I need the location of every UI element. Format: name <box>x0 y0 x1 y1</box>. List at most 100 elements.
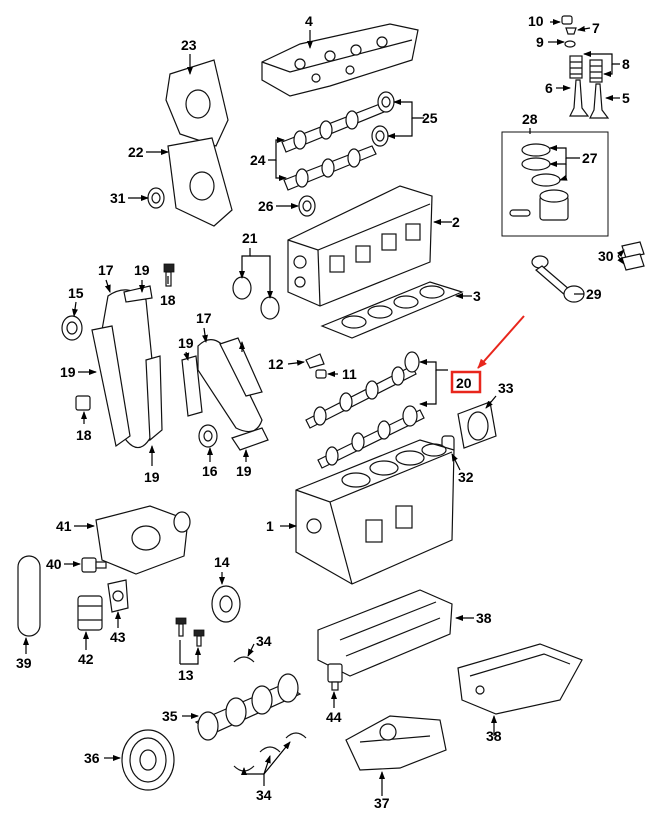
oil-pump-41 <box>95 505 191 575</box>
gaskets-21 <box>232 276 280 320</box>
callout-13: 13 <box>178 667 194 683</box>
callout-25: 25 <box>422 110 438 126</box>
connecting-rod-29 <box>531 255 585 303</box>
valve-keeper-7 <box>565 27 577 35</box>
callout-42: 42 <box>78 651 94 667</box>
callout-15: 15 <box>68 285 84 301</box>
callout-1: 1 <box>266 518 274 534</box>
callout-38a: 38 <box>476 610 492 626</box>
camshaft-20 <box>305 351 420 429</box>
callout-26: 26 <box>258 198 274 214</box>
callout-21: 21 <box>242 230 258 246</box>
timing-cover-outer <box>165 59 229 147</box>
oil-baffle-37 <box>345 715 447 771</box>
callout-19d: 19 <box>178 335 194 351</box>
oil-level-sensor-44 <box>327 663 343 691</box>
highlight-box-20 <box>450 370 482 394</box>
callout-32: 32 <box>458 469 474 485</box>
timing-cover-inner <box>167 137 233 227</box>
tensioner-18 <box>75 395 91 411</box>
callout-6: 6 <box>545 80 553 96</box>
chain-guide-19c <box>219 337 263 397</box>
tensioner-rail-19 <box>123 285 153 303</box>
callout-17a: 17 <box>98 262 114 278</box>
leader-lines <box>23 19 625 796</box>
callout-28: 28 <box>522 111 538 127</box>
callout-34b: 34 <box>256 787 272 803</box>
callout-36: 36 <box>84 750 100 766</box>
callout-7: 7 <box>592 20 600 36</box>
sprocket-15 <box>61 315 83 341</box>
gasket-43 <box>107 579 129 613</box>
callout-12: 12 <box>268 356 284 372</box>
callout-4: 4 <box>305 13 313 29</box>
callout-35: 35 <box>162 708 178 724</box>
callout-22: 22 <box>128 144 144 160</box>
chain-guide-left <box>91 325 131 448</box>
valve-cover <box>261 23 419 97</box>
callout-18b: 18 <box>76 427 92 443</box>
callout-17b: 17 <box>196 310 212 326</box>
callout-11: 11 <box>342 366 357 382</box>
filter-housing-42 <box>77 595 103 631</box>
callout-38b: 38 <box>486 728 502 744</box>
oil-pan-upper <box>317 589 453 677</box>
callout-9: 9 <box>536 34 544 50</box>
tensioner-19d <box>231 427 269 451</box>
sprocket-16 <box>198 424 218 448</box>
callout-33: 33 <box>498 380 514 396</box>
callout-40: 40 <box>46 556 62 572</box>
rod-bearing-30 <box>621 241 645 271</box>
callout-19a: 19 <box>134 262 150 278</box>
callout-19c: 19 <box>144 469 160 485</box>
drive-belt-39 <box>17 555 41 637</box>
callout-19e: 19 <box>236 463 252 479</box>
callout-31: 31 <box>110 190 126 206</box>
callout-5: 5 <box>622 90 630 106</box>
rear-seal-33 <box>457 401 497 449</box>
bolt-18-top <box>163 263 175 287</box>
callout-labels: 4 23 22 31 25 24 26 2 3 21 10 7 9 8 6 5 … <box>16 13 630 811</box>
engine-block <box>295 439 455 585</box>
callout-41: 41 <box>56 518 72 534</box>
callout-10: 10 <box>528 13 544 29</box>
sprocket-26 <box>298 195 316 217</box>
callout-30: 30 <box>598 248 614 264</box>
camshaft-upper <box>281 103 385 153</box>
timing-chain-right <box>197 339 263 433</box>
chain-guide-right <box>145 355 163 442</box>
highlight-arrow <box>477 315 525 369</box>
callout-23: 23 <box>181 37 197 53</box>
cam-gear-lower <box>371 125 389 147</box>
crankshaft <box>194 673 302 741</box>
sensor-40 <box>81 557 107 573</box>
cam-gear-upper <box>377 91 395 113</box>
cylinder-head <box>287 185 433 307</box>
chain-guide-19b <box>181 355 203 417</box>
camshaft-lower <box>283 145 377 191</box>
callout-8: 8 <box>622 56 630 72</box>
callout-24: 24 <box>250 152 266 168</box>
callout-34a: 34 <box>256 633 272 649</box>
head-gasket <box>320 281 464 339</box>
valves-5-6 <box>569 79 610 119</box>
callout-2: 2 <box>452 214 460 230</box>
callout-20: 20 <box>456 375 472 391</box>
callout-19b: 19 <box>60 364 76 380</box>
callout-27: 27 <box>582 150 598 166</box>
part-12 <box>305 353 325 369</box>
callout-43: 43 <box>110 629 126 645</box>
callout-16: 16 <box>202 463 218 479</box>
seal-31 <box>147 187 165 209</box>
callout-37: 37 <box>374 795 390 811</box>
retainer-9 <box>564 40 576 48</box>
callout-3: 3 <box>473 288 481 304</box>
callout-18a: 18 <box>160 292 176 308</box>
callout-44: 44 <box>326 709 342 725</box>
valve-keeper-10 <box>561 15 573 25</box>
callout-39: 39 <box>16 655 32 671</box>
crank-pulley <box>121 729 175 791</box>
part-11 <box>315 369 327 379</box>
valve-springs-8 <box>569 55 603 83</box>
